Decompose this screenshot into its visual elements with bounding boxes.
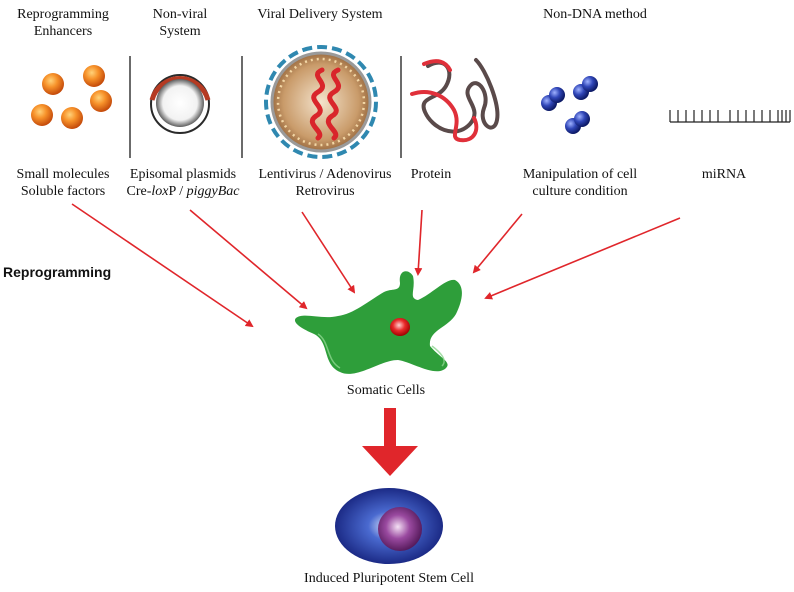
somatic-cell-icon	[294, 271, 462, 374]
reprogramming-arrows	[71, 203, 681, 328]
nonviral-caption-line2: Cre-loxP / piggyBac	[126, 183, 239, 200]
culture-caption: Manipulation of cell culture condition	[523, 166, 637, 200]
nonviral-caption: Episomal plasmids Cre-loxP / piggyBac	[126, 166, 239, 200]
small-molecules-icon	[31, 65, 112, 129]
viral-caption-line1: Lentivirus / Adenovirus	[258, 167, 392, 182]
cre-text: Cre-	[126, 184, 152, 199]
ipsc-icon	[335, 488, 443, 564]
p-text: P /	[168, 184, 187, 199]
protein-caption: Protein	[410, 167, 452, 182]
viral-caption: Lentivirus / Adenovirus Retrovirus	[259, 166, 392, 200]
lox-text: lox	[151, 184, 169, 199]
viral-title: Viral Delivery System	[257, 7, 383, 22]
somatic-nucleus-icon	[390, 318, 410, 336]
reprogramming-arrow	[71, 203, 254, 328]
enhancers-caption-line2: Soluble factors	[20, 184, 106, 199]
enhancers-title-line1: Reprogramming	[17, 7, 109, 22]
nonviral-caption-line1: Episomal plasmids	[129, 167, 237, 182]
culture-condition-icon	[541, 76, 598, 134]
enhancers-caption: Small molecules Soluble factors	[17, 166, 110, 200]
reprogramming-label: Reprogramming	[3, 264, 112, 280]
enhancers-title-line2: Enhancers	[33, 24, 93, 39]
big-down-arrow-icon	[362, 408, 418, 476]
culture-caption-line2: culture condition	[532, 184, 628, 199]
somatic-cells-label: Somatic Cells	[346, 383, 426, 398]
protein-icon	[410, 58, 500, 143]
nonviral-title: Non-viral System	[153, 6, 207, 40]
reprogramming-arrow	[414, 209, 423, 276]
reprogramming-arrow	[189, 209, 308, 310]
nonviral-title-line2: System	[159, 24, 201, 39]
plasmid-icon	[149, 74, 211, 134]
reprogramming-arrow	[484, 217, 681, 300]
reprogramming-arrow	[472, 213, 523, 274]
enhancers-caption-line1: Small molecules	[16, 167, 110, 182]
ipsc-label: Induced Pluripotent Stem Cell	[304, 571, 474, 586]
culture-caption-line1: Manipulation of cell	[522, 167, 638, 182]
nonviral-title-line1: Non-viral	[152, 7, 208, 22]
mirna-icon	[669, 110, 791, 123]
virus-icon	[264, 45, 378, 159]
piggybac-text: piggyBac	[186, 184, 240, 199]
reprogramming-arrow	[301, 211, 356, 294]
enhancers-title: Reprogramming Enhancers	[17, 6, 109, 40]
nondna-title: Non-DNA method	[543, 7, 647, 22]
viral-caption-line2: Retrovirus	[295, 184, 355, 199]
mirna-caption: miRNA	[701, 167, 747, 182]
